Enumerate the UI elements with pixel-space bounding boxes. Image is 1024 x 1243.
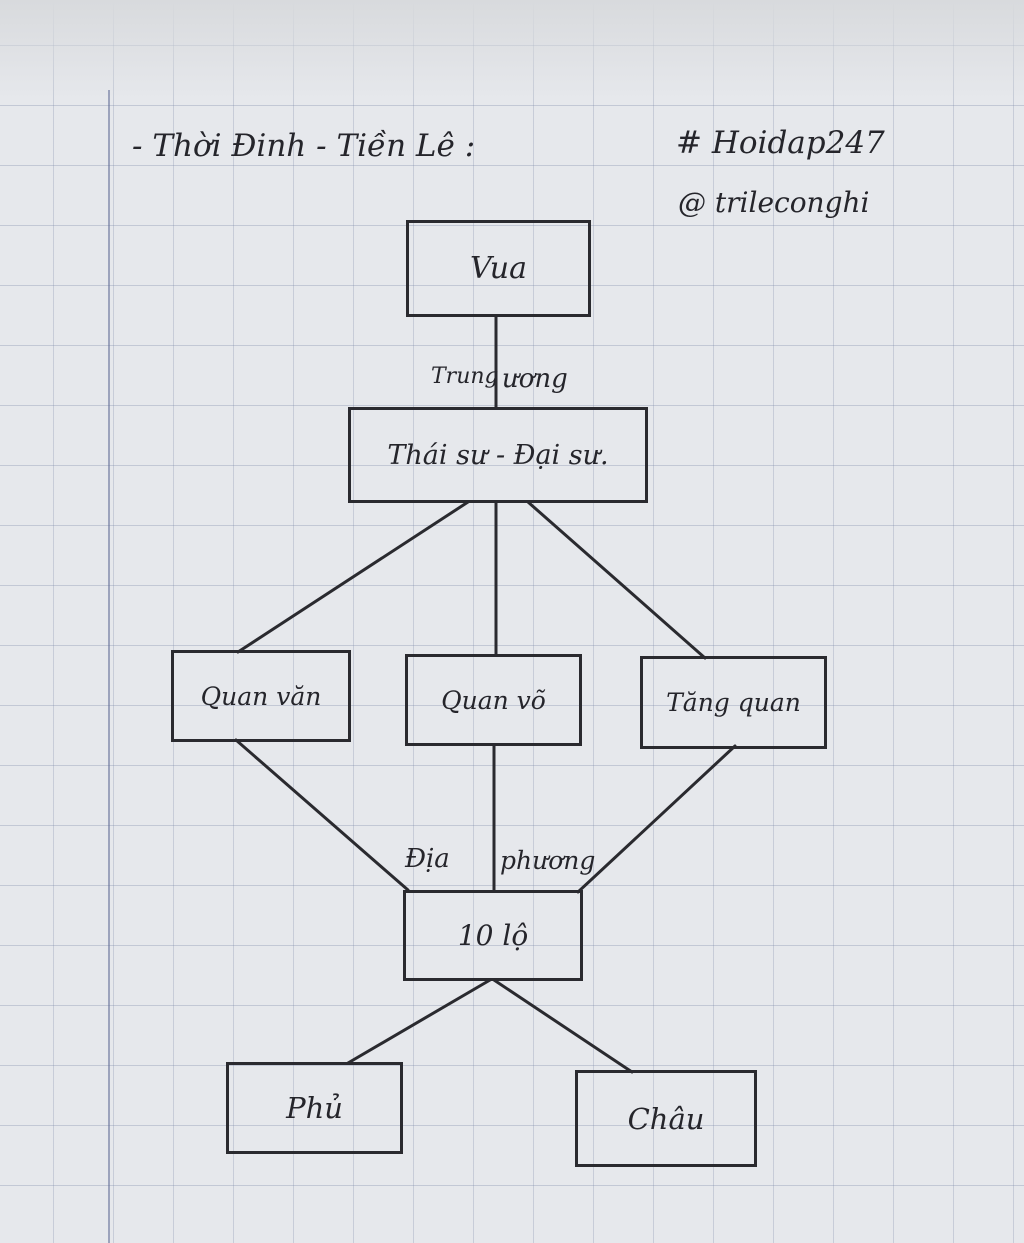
node-vua: Vua xyxy=(406,220,591,317)
node-chau: Châu xyxy=(575,1070,757,1167)
node-10-lo: 10 lộ xyxy=(403,890,583,981)
label-phuong: phương xyxy=(500,846,596,875)
label-dia: Địa xyxy=(405,844,450,874)
label-trung: Trung xyxy=(431,364,499,389)
header-title: - Thời Đinh - Tiền Lê : xyxy=(132,128,476,164)
edge-quanvan-10lo xyxy=(234,738,410,892)
edge-thaisu-tangquan xyxy=(526,500,707,660)
margin-line xyxy=(108,90,110,1243)
node-phu: Phủ xyxy=(226,1062,403,1154)
node-quan-vo: Quan võ xyxy=(405,654,582,746)
label-uong: ương xyxy=(502,364,568,394)
edge-thaisu-quanvan xyxy=(236,500,470,654)
edge-tangquan-10lo xyxy=(576,744,737,894)
node-quan-van: Quan văn xyxy=(171,650,351,742)
node-tang-quan: Tăng quan xyxy=(640,656,827,749)
hashtag-watermark: # Hoidap247 xyxy=(676,125,885,161)
edge-10lo-chau xyxy=(492,978,634,1074)
paper-shadow xyxy=(0,0,1024,100)
handle-watermark: @ trileconghi xyxy=(678,186,870,219)
node-thai-su: Thái sư - Đại sư. xyxy=(348,407,648,503)
edge-10lo-phu xyxy=(346,978,492,1065)
